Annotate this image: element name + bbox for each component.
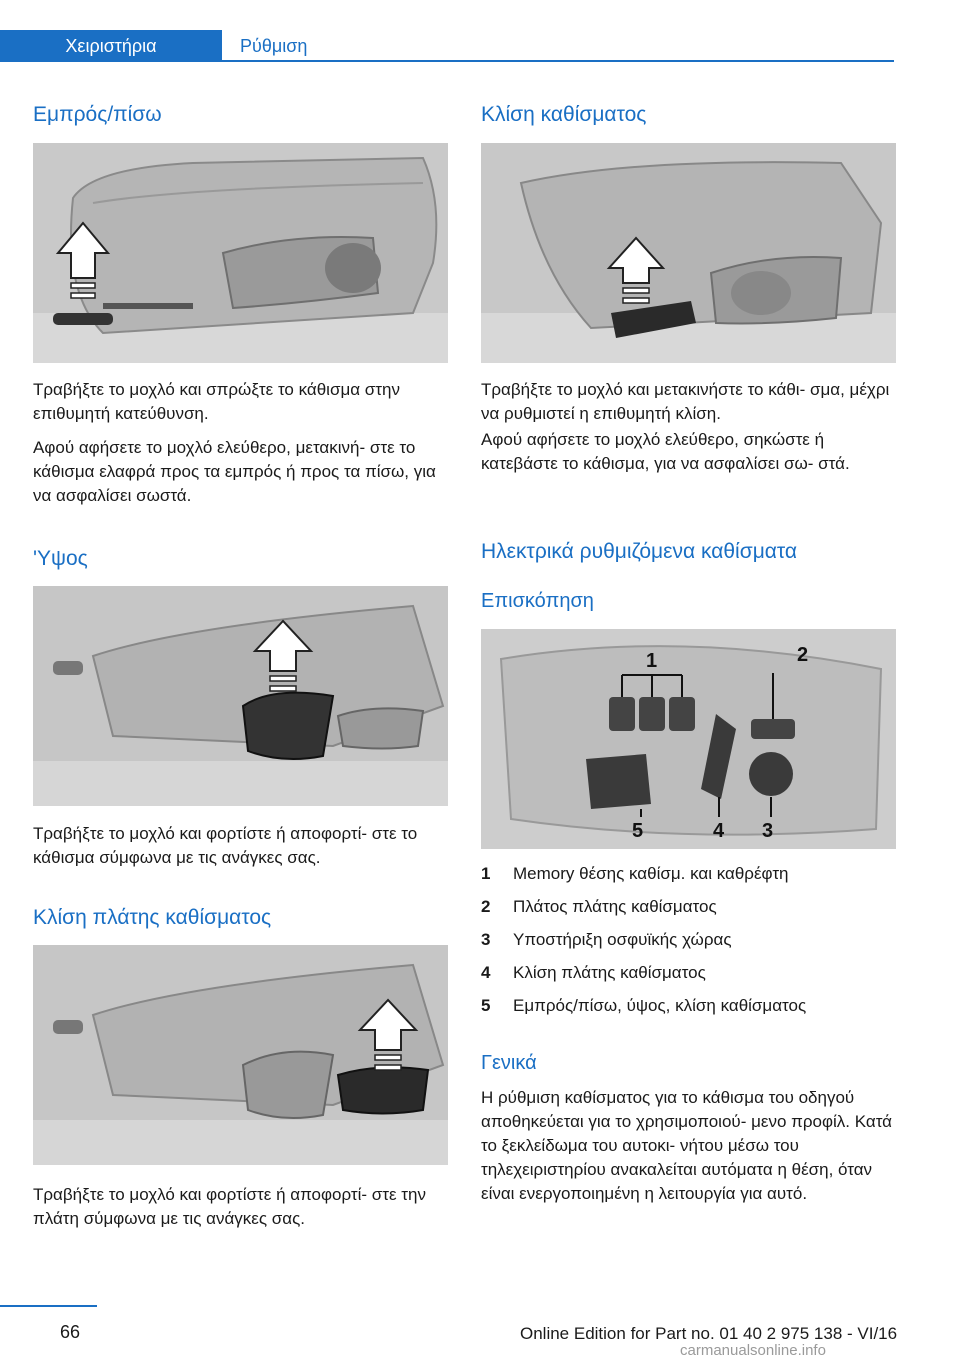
seat-forward-image	[33, 143, 448, 363]
list-item-number: 2	[481, 897, 491, 916]
list-item-number: 1	[481, 864, 491, 883]
controls-legend: 1 Memory θέσης καθίσμ. και καθρέφτη 2 Πλ…	[481, 862, 896, 1027]
heading-backrest-tilt: Κλίση πλάτης καθίσματος	[33, 906, 272, 929]
heading-overview: Επισκόπηση	[481, 590, 594, 612]
list-item-text: Κλίση πλάτης καθίσματος	[513, 963, 706, 982]
list-item-number: 4	[481, 963, 491, 982]
callout-2: 2	[797, 644, 808, 666]
paragraph-general: Η ρύθμιση καθίσματος για το κάθισμα του …	[481, 1088, 893, 1203]
paragraph-forward-2: Αφού αφήσετε το μοχλό ελεύθερο, μετακινή…	[33, 438, 436, 505]
edition-text: Online Edition for Part no. 01 40 2 975 …	[520, 1324, 898, 1343]
callout-3: 3	[762, 820, 773, 842]
header-divider	[222, 60, 894, 62]
list-item: 5 Εμπρός/πίσω, ύψος, κλίση καθίσματος	[481, 994, 896, 1027]
callout-1: 1	[646, 650, 657, 672]
heading-seat-tilt: Κλίση καθίσματος	[481, 103, 647, 126]
callout-4: 4	[713, 820, 725, 842]
seat-height-image	[33, 586, 448, 806]
page-number: 66	[60, 1322, 81, 1342]
callout-5: 5	[632, 820, 643, 842]
seat-tilt-image	[481, 143, 896, 363]
arrow-up-icon	[357, 998, 419, 1071]
list-item-text: Εμπρός/πίσω, ύψος, κλίση καθίσματος	[513, 996, 807, 1015]
heading-forward-back: Εμπρός/πίσω	[33, 103, 162, 126]
tab-adjustment[interactable]: Ρύθμιση	[240, 36, 308, 56]
list-item: 1 Memory θέσης καθίσμ. και καθρέφτη	[481, 862, 896, 895]
seat-backrest-image	[33, 945, 448, 1165]
list-item: 4 Κλίση πλάτης καθίσματος	[481, 961, 896, 994]
list-item-text: Πλάτος πλάτης καθίσματος	[513, 897, 717, 916]
paragraph-tilt-1: Τραβήξτε το μοχλό και μετακινήστε το κάθ…	[481, 380, 890, 423]
paragraph-tilt-2: Αφού αφήσετε το μοχλό ελεύθερο, σηκώστε …	[481, 430, 850, 473]
list-item-text: Υποστήριξη οσφυϊκής χώρας	[513, 930, 732, 949]
paragraph-backrest: Τραβήξτε το μοχλό και φορτίστε ή αποφορτ…	[33, 1185, 426, 1228]
arrow-up-icon	[606, 236, 666, 304]
paragraph-forward-1: Τραβήξτε το μοχλό και σπρώξτε το κάθισμα…	[33, 380, 400, 423]
list-item-text: Memory θέσης καθίσμ. και καθρέφτη	[513, 864, 789, 883]
watermark: carmanualsonline.info	[680, 1342, 826, 1359]
tab-controls[interactable]: Χειριστήρια	[0, 30, 222, 62]
list-item: 2 Πλάτος πλάτης καθίσματος	[481, 895, 896, 928]
arrow-up-icon	[252, 619, 314, 692]
arrow-up-icon	[55, 221, 111, 299]
footer-divider	[0, 1305, 97, 1307]
list-item-number: 3	[481, 930, 491, 949]
heading-electric-seats: Ηλεκτρικά ρυθμιζόμενα καθίσματα	[481, 540, 798, 563]
heading-general: Γενικά	[481, 1052, 537, 1074]
heading-height: 'Υψος	[33, 547, 88, 570]
paragraph-height: Τραβήξτε το μοχλό και φορτίστε ή αποφορτ…	[33, 824, 418, 867]
list-item-number: 5	[481, 996, 491, 1015]
header-bar: Χειριστήρια Ρύθμιση	[0, 0, 960, 62]
list-item: 3 Υποστήριξη οσφυϊκής χώρας	[481, 928, 896, 961]
seat-controls-image: 1 2 3 4 5	[481, 629, 896, 849]
